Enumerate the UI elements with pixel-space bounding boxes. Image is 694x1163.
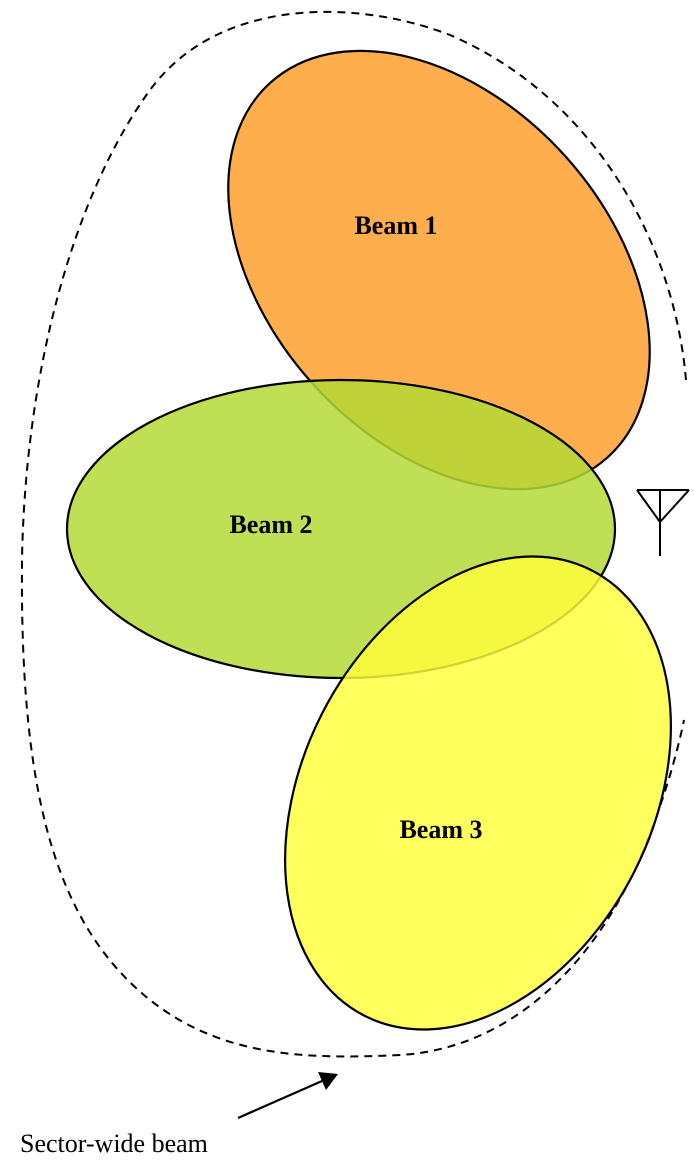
beam-3-lobe <box>284 555 672 1031</box>
sector-pointer-arrow <box>237 1072 338 1120</box>
beam-1-label: Beam 1 <box>354 211 437 240</box>
beam-2-label: Beam 2 <box>229 510 312 539</box>
antenna-icon <box>636 489 690 556</box>
sector-wide-beam-outline <box>20 10 687 1058</box>
beam-3-label: Beam 3 <box>399 815 482 844</box>
sector-wide-beam-caption: Sector-wide beam <box>20 1129 208 1158</box>
